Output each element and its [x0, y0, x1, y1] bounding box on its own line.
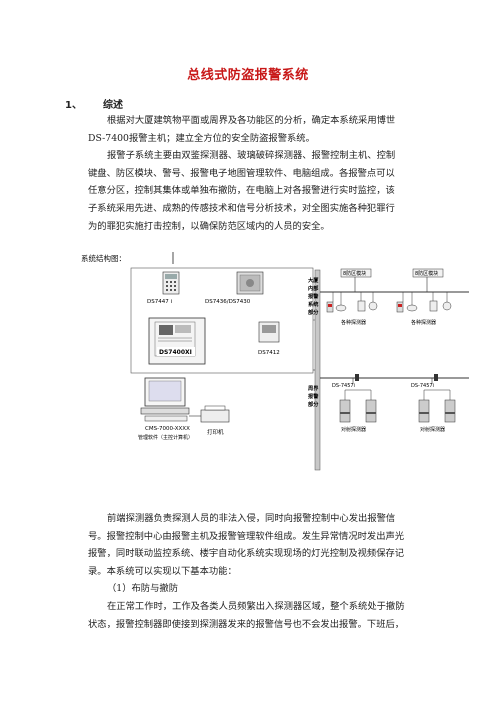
text-line: 报警子系统主要由双鉴探测器、玻璃破碎探测器、报警控制主机、控制: [107, 150, 396, 162]
text-line: DS-7400报警主机；建立全方位的安全防盗报警系统。: [88, 132, 315, 144]
text-line: 子系统采用先进、成熟的传感技术和信号分析技术，对全图实施各种犯罪行: [88, 202, 395, 214]
svg-text:报警: 报警: [308, 292, 319, 300]
intro-paragraphs: 根据对大厦建筑物平面或周界及各功能区的分析，确定本系统采用博世 DS-7400报…: [88, 112, 418, 235]
text-line: （1）布防与撤防: [107, 583, 178, 595]
interface-module-icon: [258, 321, 280, 343]
section-number: 1、: [65, 100, 82, 111]
body-paragraphs: 前端探测器负责探测人员的非法入侵，同时向报警控制中心发出报警信 号。报警控制中心…: [88, 510, 418, 633]
panel-label: DS7400XI: [159, 349, 192, 356]
keypad2-label: DS7436/DS7430: [205, 299, 251, 305]
perimeter-zone-label: 周界 报警 部分: [308, 384, 319, 408]
zone-module-label: 8防区模块: [343, 270, 366, 277]
text-line: 为的罪犯实施打击控制，以确保防范区域内的人员的安全。: [88, 220, 330, 232]
text-line: 键盘、防区模块、警号、报警电子地图管理软件、电脑组成。各报警点可以: [88, 167, 395, 179]
svg-text:报警: 报警: [308, 392, 319, 400]
text-line: 根据对大厦建筑物平面或周界及各功能区的分析，确定本系统采用博世: [107, 115, 396, 126]
svg-text:内部: 内部: [308, 284, 319, 292]
svg-text:部分: 部分: [308, 400, 319, 408]
detector-icon: [326, 292, 378, 313]
detector-label: 各种探测器: [341, 319, 366, 326]
zone-module-icon: [412, 268, 444, 278]
bus-line: [314, 269, 321, 471]
beam-detector-icon: [418, 389, 456, 423]
printer-label: 打印机: [207, 428, 224, 436]
text-line: 状态，报警控制器即使接到探测器发来的报警信号也不会发出报警。下班后，: [88, 618, 405, 630]
section-title: 综述: [103, 100, 123, 111]
svg-text:部分: 部分: [308, 308, 319, 316]
text-line: 任意分区，控制其集体或单独布撤防，在电脑上对各报警进行实时监控，该: [88, 185, 395, 197]
system-structure-diagram: 系统结构图： DS7447 i DS7436/DS7430 DS740: [75, 250, 471, 500]
pc-sublabel: 管理软件（主控计算机）: [138, 434, 193, 441]
text-line: 报警，同时联动监控系统、楼宇自动化系统实现现场的灯光控制及视频保存记: [88, 548, 405, 560]
module-label: DS7412: [258, 350, 280, 356]
svg-text:周界: 周界: [308, 384, 319, 392]
perimeter-module-label: DS-7457i: [411, 383, 434, 389]
zone-module-icon: [340, 268, 372, 278]
beam-detector-icon: [339, 389, 377, 423]
beam-detector-label: 对射探测器: [420, 426, 445, 433]
detector-label: 各种探测器: [411, 319, 436, 326]
perimeter-module-icon: [434, 374, 438, 381]
perimeter-module-icon: [355, 374, 359, 381]
control-frame: [130, 267, 314, 374]
computer-icon: [140, 377, 190, 422]
building-zone-label: 大厦 内部 报警 系统 部分: [308, 276, 319, 316]
control-panel-icon: [148, 317, 206, 365]
text-line: 号。报警控制中心由报警主机及报警管理软件组成。发生异常情况时发出声光: [88, 530, 405, 542]
diagram-caption: 系统结构图：: [81, 253, 126, 263]
svg-text:系统: 系统: [308, 300, 319, 308]
text-line: 录。本系统可以实现以下基本功能：: [88, 565, 237, 577]
keypad-icon: [236, 271, 264, 295]
keypad-icon: [162, 271, 180, 295]
svg-text:大厦: 大厦: [308, 276, 319, 284]
beam-detector-label: 对射探测器: [341, 426, 366, 433]
printer-icon: [200, 405, 230, 423]
pc-label: CMS-7000-XXXX: [145, 426, 190, 432]
text-line: 在正常工作时，工作及各类人员频繁出入探测器区域，整个系统处于撤防: [107, 600, 405, 612]
detector-icon: [396, 292, 452, 313]
keypad1-label: DS7447 i: [147, 299, 172, 305]
document-title: 总线式防盗报警系统: [187, 68, 309, 83]
section-heading: 1、 综述: [65, 96, 123, 111]
perimeter-module-label: DS-7457i: [332, 383, 355, 389]
zone-module-label: 8防区模块: [415, 270, 438, 277]
text-line: 前端探测器负责探测人员的非法入侵，同时向报警控制中心发出报警信: [107, 513, 396, 524]
